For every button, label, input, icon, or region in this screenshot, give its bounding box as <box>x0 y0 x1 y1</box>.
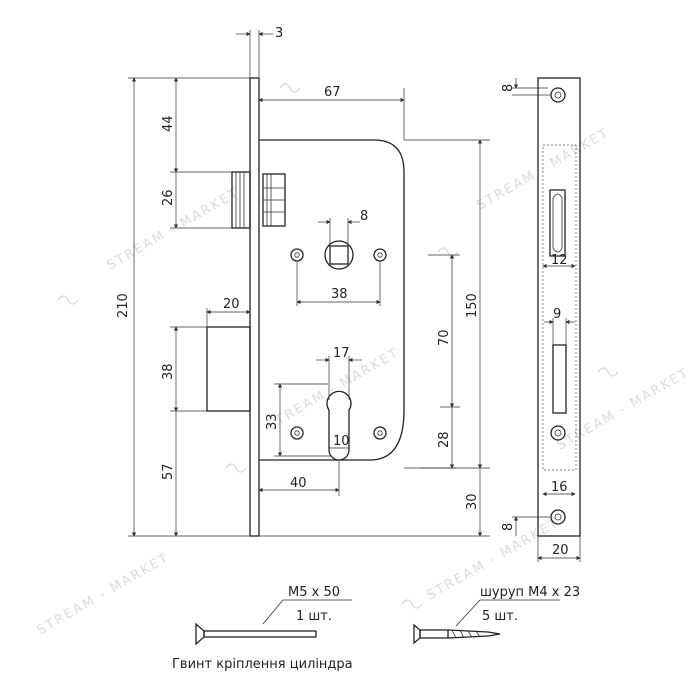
watermark-text: STREAM - MARKET <box>35 550 173 638</box>
dim-cylinder-backset: 40 <box>290 476 307 491</box>
watermark-logo-icon <box>57 83 619 609</box>
dim-bolt-throw: 20 <box>223 297 240 312</box>
dim-handle-spacing: 38 <box>331 287 348 302</box>
cylinder-cutout <box>326 390 352 461</box>
dim-bolt-opening: 9 <box>553 307 561 322</box>
screw-hole <box>290 426 304 440</box>
dim-center-distance: 70 <box>437 329 452 346</box>
latch <box>231 171 286 229</box>
dim-backset: 67 <box>324 85 341 100</box>
dim-cylinder-pin: 10 <box>333 434 350 449</box>
cylinder-screw-qty: 1 шт. <box>296 609 332 624</box>
dim-strike-width: 20 <box>552 543 569 558</box>
cylinder-screw-caption: Гвинт кріплення циліндра <box>172 657 353 672</box>
screw-hole <box>373 426 387 440</box>
screw-hole <box>373 248 387 262</box>
dim-cylinder-hole-height: 33 <box>265 413 280 430</box>
dim-bolt-to-bottom: 57 <box>161 463 176 480</box>
spindle-hub <box>324 240 354 270</box>
dim-latch-opening: 12 <box>551 253 568 268</box>
spindle-square <box>329 245 349 265</box>
dim-strike-lower-width: 16 <box>551 480 568 495</box>
dim-spindle: 8 <box>360 209 368 224</box>
strike-inner-outline <box>542 144 577 471</box>
screw-hole <box>290 248 304 262</box>
dim-latch-height: 26 <box>161 189 176 206</box>
latch-opening <box>549 189 566 257</box>
wood-screw-size: шуруп M4 x 23 <box>480 585 580 600</box>
strike-plate <box>537 77 581 537</box>
dimensions-side: 3 210 44 26 67 8 38 20 <box>116 26 490 537</box>
lock-case <box>259 139 405 461</box>
dim-total-height: 210 <box>116 293 131 318</box>
dim-strike-hole-top: 8 <box>501 84 516 92</box>
dim-bottom-offset: 30 <box>465 493 480 510</box>
dim-bolt-height: 38 <box>161 363 176 380</box>
watermark-text: STREAM - MARKET <box>555 365 693 453</box>
strike-screw-hole <box>550 425 566 441</box>
strike-screw-hole <box>550 87 566 103</box>
cylinder-screw: M5 x 50 1 шт. Гвинт кріплення циліндра <box>172 585 353 672</box>
wood-screw-head-icon <box>413 623 421 645</box>
cylinder-screw-size: M5 x 50 <box>288 585 340 600</box>
screw-head-icon <box>195 622 205 646</box>
screw-shaft <box>203 630 317 638</box>
strike-plate-view <box>537 77 581 537</box>
dim-top-to-latch: 44 <box>161 115 176 132</box>
dim-case-height: 150 <box>465 293 480 318</box>
lock-side-view <box>206 77 405 537</box>
wood-screw-thread <box>447 629 501 639</box>
dimensions-strike: 8 12 9 16 8 20 <box>501 78 581 562</box>
wood-screw-qty: 5 шт. <box>482 609 518 624</box>
bolt-opening <box>552 344 567 414</box>
dim-cylinder-width: 17 <box>333 346 350 361</box>
faceplate <box>249 77 260 537</box>
dim-faceplate-thickness: 3 <box>275 26 283 41</box>
dim-strike-hole-bottom: 8 <box>501 523 516 531</box>
watermark-group: STREAM - MARKET STREAM - MARKET STREAM -… <box>35 83 693 638</box>
deadbolt <box>206 326 251 412</box>
strike-screw-hole <box>550 509 566 525</box>
dim-cylinder-to-bottom: 28 <box>437 431 452 448</box>
wood-screw: шуруп M4 x 23 5 шт. <box>413 585 580 645</box>
